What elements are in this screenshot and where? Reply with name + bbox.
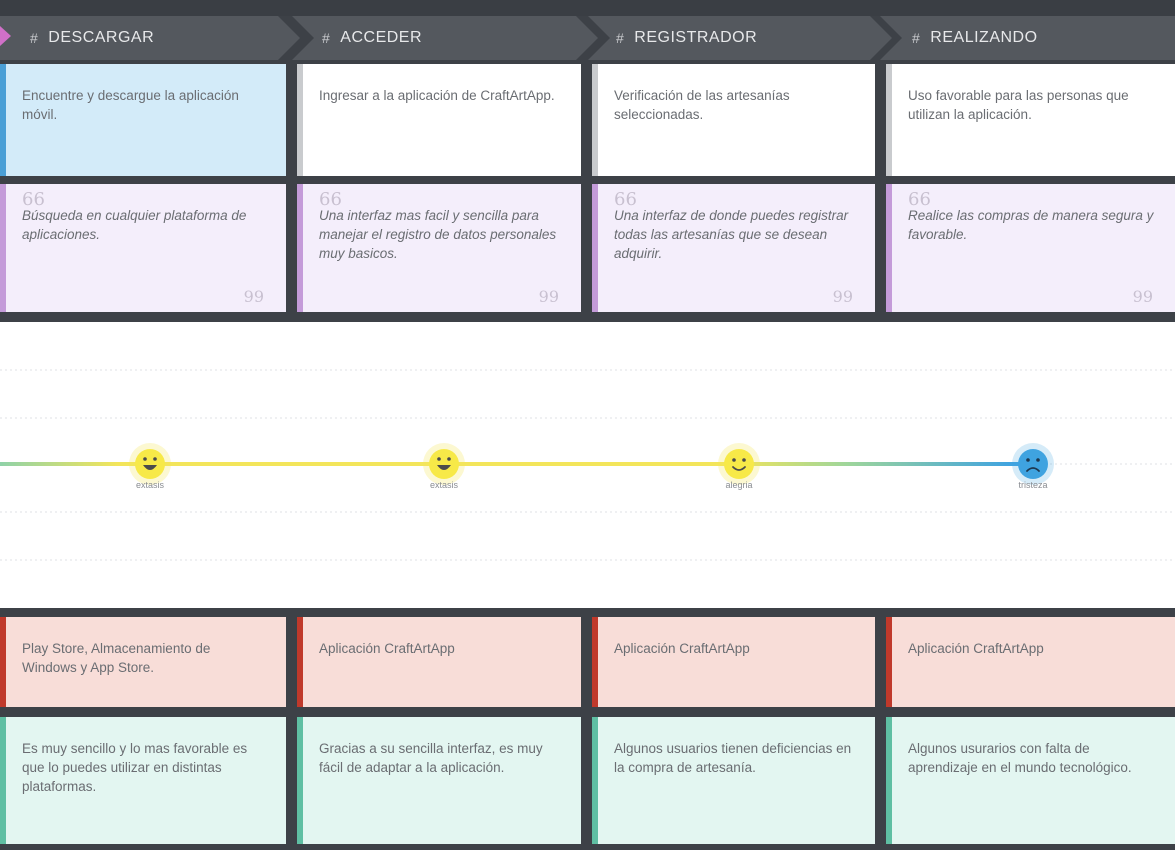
stage-realizando[interactable]: # REALIZANDO: [880, 16, 1175, 60]
quote-open-icon: 66: [319, 189, 342, 210]
stage-label: ACCEDER: [340, 29, 423, 46]
stage-descargar[interactable]: # DESCARGAR: [0, 16, 300, 60]
quote-open-icon: 66: [614, 189, 637, 210]
quote-text: Una interfaz mas facil y sencilla para m…: [319, 208, 557, 261]
quote-card[interactable]: 66 Realice las compras de manera segura …: [886, 184, 1175, 312]
emotion-label: alegria: [725, 480, 753, 490]
touchpoint-card[interactable]: Aplicación CraftArtApp: [886, 617, 1175, 707]
opportunity-text: Algunos usurarios con falta de aprendiza…: [908, 741, 1132, 775]
stage-label: REALIZANDO: [930, 29, 1038, 46]
quote-card[interactable]: 66 Búsqueda en cualquier plataforma de a…: [0, 184, 286, 312]
mouth: [1026, 467, 1040, 472]
laughing-face-icon: [429, 449, 459, 479]
mouth: [143, 465, 157, 470]
opportunity-card[interactable]: Algunos usurarios con falta de aprendiza…: [886, 717, 1175, 844]
top-strip: [0, 0, 1175, 16]
stage-acceder[interactable]: # ACCEDER: [292, 16, 598, 60]
eye: [143, 457, 147, 461]
eye: [447, 457, 451, 461]
action-card[interactable]: Ingresar a la aplicación de CraftArtApp.: [297, 64, 581, 176]
hash-icon: #: [616, 30, 625, 46]
eye: [437, 457, 441, 461]
opportunity-card[interactable]: Algunos usuarios tienen deficiencias en …: [592, 717, 875, 844]
touchpoint-text: Aplicación CraftArtApp: [614, 641, 750, 656]
stage-label: DESCARGAR: [48, 29, 155, 46]
emotion-point[interactable]: [129, 443, 171, 485]
quote-close-icon: 99: [243, 287, 264, 306]
mouth: [437, 465, 451, 470]
quote-text: Una interfaz de donde puedes registrar t…: [614, 208, 849, 261]
stage-header-row: # DESCARGAR # ACCEDER # REGISTRADOR # RE…: [0, 16, 1175, 60]
pink-marker-icon: [0, 26, 11, 46]
quote-text: Realice las compras de manera segura y f…: [908, 208, 1154, 242]
grid-lines: [0, 369, 1175, 561]
touchpoint-text: Aplicación CraftArtApp: [319, 641, 455, 656]
hash-icon: #: [30, 30, 39, 46]
emotion-point[interactable]: [1012, 443, 1054, 485]
emotion-point[interactable]: [718, 443, 760, 485]
hash-icon: #: [322, 30, 331, 46]
emotion-point[interactable]: [423, 443, 465, 485]
touchpoint-card[interactable]: Aplicación CraftArtApp: [592, 617, 875, 707]
mouth: [732, 466, 746, 471]
emotion-label: extasis: [429, 480, 459, 490]
opportunity-text: Es muy sencillo y lo mas favorable es qu…: [22, 741, 248, 794]
emotion-label: extasis: [135, 480, 165, 490]
action-text: Verificación de las artesanías seleccion…: [614, 88, 790, 122]
quote-open-icon: 66: [908, 189, 931, 210]
eye: [742, 458, 746, 462]
emotion-curve: [0, 369, 1175, 561]
touchpoint-text: Aplicación CraftArtApp: [908, 641, 1044, 656]
touchpoint-card[interactable]: Play Store, Almacenamiento de Windows y …: [0, 617, 286, 707]
stage-registrador[interactable]: # REGISTRADOR: [588, 16, 892, 60]
opportunity-text: Gracias a su sencilla interfaz, es muy f…: [319, 741, 543, 775]
quote-text: Búsqueda en cualquier plataforma de apli…: [22, 208, 247, 242]
quote-card[interactable]: 66 Una interfaz de donde puedes registra…: [592, 184, 875, 312]
eye: [1036, 458, 1040, 462]
smiling-face-icon: [724, 449, 754, 479]
quote-close-icon: 99: [832, 287, 853, 306]
action-text: Ingresar a la aplicación de CraftArtApp.: [319, 88, 555, 103]
touchpoint-card[interactable]: Aplicación CraftArtApp: [297, 617, 581, 707]
action-card[interactable]: Uso favorable para las personas que util…: [886, 64, 1175, 176]
quote-open-icon: 66: [22, 189, 45, 210]
touchpoint-text: Play Store, Almacenamiento de Windows y …: [22, 641, 211, 675]
opportunity-text: Algunos usuarios tienen deficiencias en …: [614, 741, 852, 775]
action-text: Uso favorable para las personas que util…: [908, 88, 1129, 122]
emotion-curve-area: extasis extasis alegria tristeza: [0, 322, 1175, 608]
eye: [732, 458, 736, 462]
eye: [1026, 458, 1030, 462]
action-text: Encuentre y descargue la aplicación móvi…: [22, 88, 239, 122]
quote-card[interactable]: 66 Una interfaz mas facil y sencilla par…: [297, 184, 581, 312]
opportunity-card[interactable]: Gracias a su sencilla interfaz, es muy f…: [297, 717, 581, 844]
emotion-label: tristeza: [1018, 480, 1048, 490]
opportunity-card[interactable]: Es muy sencillo y lo mas favorable es qu…: [0, 717, 286, 844]
eye: [153, 457, 157, 461]
laughing-face-icon: [135, 449, 165, 479]
hash-icon: #: [912, 30, 921, 46]
action-card[interactable]: Encuentre y descargue la aplicación móvi…: [0, 64, 286, 176]
stage-label: REGISTRADOR: [634, 29, 758, 46]
quote-close-icon: 99: [1132, 287, 1153, 306]
quote-close-icon: 99: [538, 287, 559, 306]
action-card[interactable]: Verificación de las artesanías seleccion…: [592, 64, 875, 176]
sad-face-icon: [1018, 449, 1048, 479]
